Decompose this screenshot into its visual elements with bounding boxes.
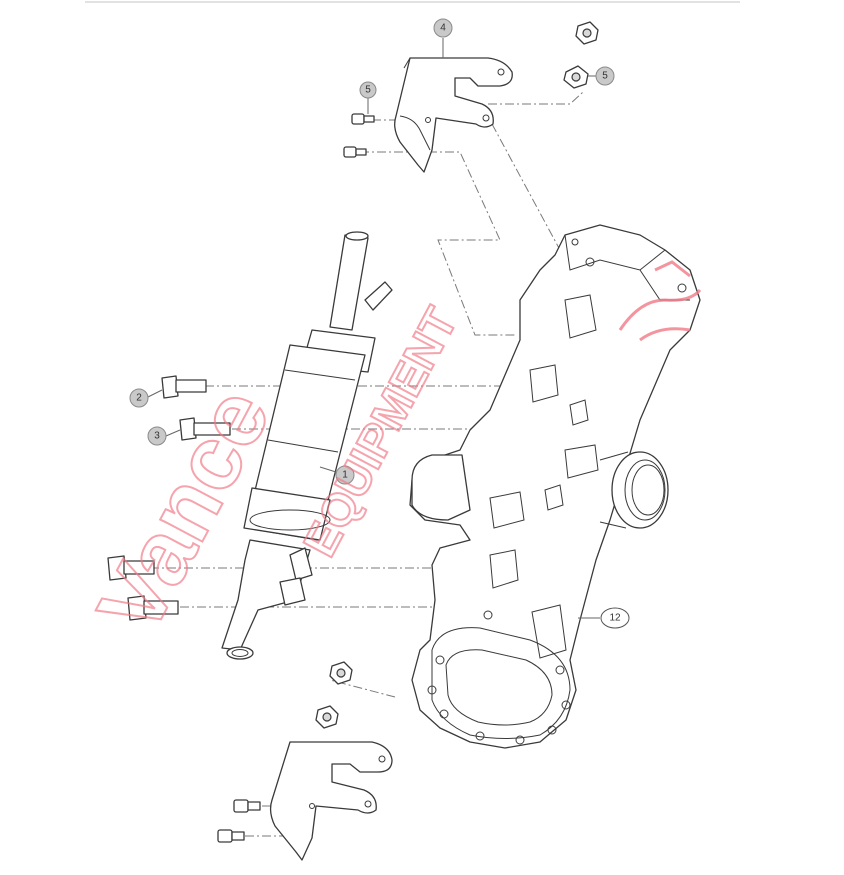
bolts-2-3: [161, 375, 231, 441]
upper-bracket: [394, 57, 513, 173]
callout-12: 12: [578, 607, 630, 629]
callout-5-right: 5: [588, 66, 615, 86]
callout-2: 2: [129, 388, 163, 408]
lower-bracket-bolts: [217, 799, 261, 843]
lower-left-bolts: [107, 555, 179, 621]
main-housing: [409, 224, 701, 749]
lower-nuts: [315, 661, 353, 729]
callout-5-right-label: 5: [602, 71, 608, 82]
callout-2-label: 2: [136, 393, 142, 404]
upper-nuts: [563, 21, 599, 89]
callout-1-label: 1: [342, 470, 348, 481]
callout-4: 4: [433, 18, 453, 58]
callout-5-left-label: 5: [365, 85, 371, 96]
callout-4-label: 4: [440, 23, 446, 34]
callout-1: 1: [319, 465, 355, 485]
callout-5-left: 5: [359, 81, 377, 114]
steering-cylinder: [221, 231, 393, 660]
callout-3-label: 3: [154, 431, 160, 442]
callout-12-label: 12: [609, 613, 621, 624]
lower-bracket: [269, 741, 393, 861]
upper-bracket-bolts: [343, 113, 375, 158]
callout-3: 3: [147, 426, 181, 446]
watermark-swoosh: [618, 260, 702, 342]
